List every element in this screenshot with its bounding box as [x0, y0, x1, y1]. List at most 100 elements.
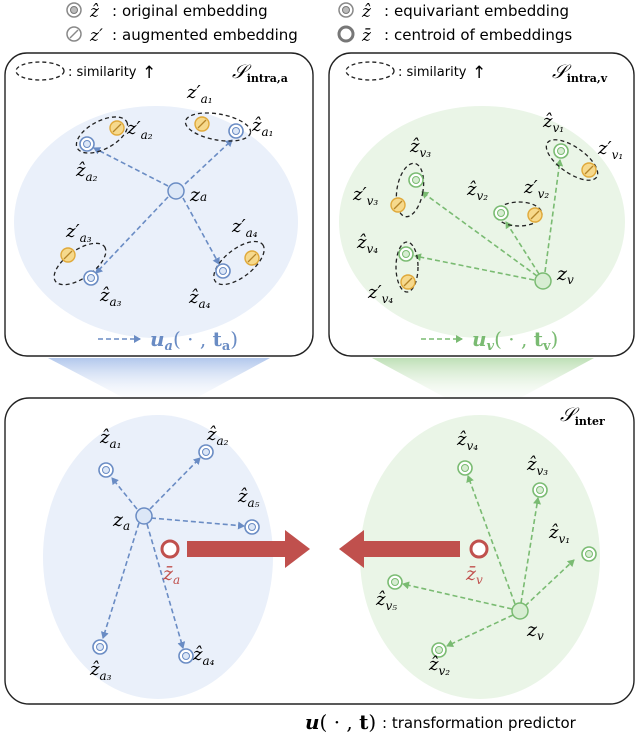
- inter-label-a3: ẑa₃: [89, 659, 112, 683]
- aug-v3-node: [390, 197, 406, 213]
- s-intra-a-symbol: 𝒮intra,a: [232, 61, 288, 85]
- inter-v4-node: [457, 460, 473, 476]
- legend-equivariant-icon: [338, 2, 354, 18]
- panel-inter: 𝒮inter za ẑa₁ ẑa₂ ẑa₅ ẑa₃ ẑa₄ z̄a: [4, 397, 635, 705]
- inter-v1-node: [581, 546, 597, 562]
- label-zhat-v1: ẑv₁: [542, 111, 564, 135]
- label-zhat-a3: ẑa₃: [99, 285, 122, 309]
- legend-zhat-symbol-2: ẑ: [361, 2, 372, 22]
- inter-zv-label: zv: [526, 619, 544, 643]
- legend-zprime-symbol: z′: [89, 26, 103, 46]
- inter-a-arrows: [100, 457, 245, 649]
- legend-original-icon: [66, 2, 82, 18]
- intra-a-center-label: za: [189, 184, 207, 206]
- centroid-a-node: [160, 539, 180, 559]
- legend-sep-2: :: [112, 26, 117, 44]
- funnel-green: [372, 358, 594, 398]
- footer-caption: u( · , t) : transformation predictor: [305, 710, 577, 734]
- footer-formula: u( · , t): [305, 710, 376, 734]
- legend-zbar-symbol: z̄: [361, 26, 372, 46]
- inter-a1-node: [98, 462, 114, 478]
- intra-a-arrows: [93, 139, 233, 274]
- label-zhat-a1: ẑa₁: [251, 115, 273, 139]
- centroid-v-node: [469, 539, 489, 559]
- label-zhat-a4: ẑa₄: [188, 287, 211, 311]
- label-zprime-v3: z′v₃: [352, 184, 378, 208]
- label-zhat-v3: ẑv₃: [409, 136, 431, 160]
- label-zhat-v2: ẑv₂: [466, 179, 488, 203]
- label-zprime-v1: z′v₁: [597, 138, 623, 162]
- label-zprime-a4: z′a₄: [231, 216, 258, 240]
- inter-v5-node: [387, 574, 403, 590]
- equi-v3-node: [408, 172, 424, 188]
- label-zprime-a2: z′a₂: [126, 118, 153, 142]
- centroid-v-label: z̄v: [465, 563, 483, 587]
- similarity-up-arrow-v: ↑: [472, 63, 486, 83]
- legend-centroid-icon: [337, 25, 355, 43]
- inter-za-center-node: [135, 507, 153, 525]
- aug-a2-node: [109, 120, 125, 136]
- legend-augmented-label: augmented embedding: [122, 26, 298, 44]
- legend-sep-4: :: [384, 26, 389, 44]
- centroid-v-arrow: [339, 530, 460, 568]
- inter-label-v4: ẑv₄: [456, 429, 478, 453]
- legend: ẑ : original embedding z′ : augmented em…: [66, 2, 572, 46]
- aug-a3-node: [60, 247, 76, 263]
- orig-a3-node: [83, 270, 99, 286]
- footer-text: : transformation predictor: [382, 714, 577, 732]
- legend-augmented-icon: [66, 26, 82, 42]
- inter-label-v2: ẑv₂: [428, 654, 450, 678]
- legend-equivariant-label: equivariant embedding: [394, 2, 569, 20]
- similarity-ellipse-key: [15, 61, 65, 81]
- inter-label-a1: ẑa₁: [99, 427, 121, 451]
- centroid-a-label: z̄a: [162, 563, 180, 587]
- orig-a1-node: [228, 123, 244, 139]
- panel-intra-a: : similarity ↑ 𝒮intra,a: [4, 52, 314, 357]
- equi-v2-node: [493, 205, 509, 221]
- inter-v2-node: [431, 642, 447, 658]
- legend-original-label: original embedding: [122, 2, 268, 20]
- label-zprime-v2: z′v₂: [523, 177, 549, 201]
- legend-sep-3: :: [384, 2, 389, 20]
- aug-a1-node: [194, 116, 210, 132]
- orig-a4-node: [215, 263, 231, 279]
- panel-intra-v: : similarity ↑ 𝒮intra,v: [328, 52, 635, 357]
- label-zprime-v4: z′v₄: [367, 282, 393, 306]
- inter-label-v5: ẑv₅: [375, 589, 397, 613]
- inter-a5-node: [244, 519, 260, 535]
- inter-a4-node: [178, 648, 194, 664]
- intra-v-center-node: [534, 272, 552, 290]
- intra-v-arrows: [414, 159, 564, 281]
- inter-v3-node: [532, 482, 548, 498]
- similarity-ellipse-key-v: [345, 61, 395, 81]
- intra-a-formula: ua( · , ta): [150, 327, 238, 354]
- aug-a4-node: [244, 250, 260, 266]
- orig-a2-node: [79, 136, 95, 152]
- similarity-label-v: : similarity: [398, 65, 467, 80]
- intra-v-formula: uv( · , tv): [472, 327, 558, 354]
- legend-sep-1: :: [112, 2, 117, 20]
- inter-label-a2: ẑa₂: [206, 424, 229, 448]
- inter-label-a5: ẑa₅: [237, 486, 260, 510]
- equi-v4-node: [398, 246, 414, 262]
- funnel-blue: [48, 358, 270, 398]
- inter-v-arrows: [402, 475, 575, 648]
- centroid-a-arrow: [187, 530, 310, 568]
- inter-za-label: za: [112, 509, 130, 533]
- label-zhat-v4: ẑv₄: [356, 232, 378, 256]
- inter-zv-center-node: [511, 602, 529, 620]
- intra-v-center-label: zv: [556, 263, 574, 287]
- legend-zhat-symbol: ẑ: [89, 2, 100, 22]
- aug-v1-node: [581, 162, 597, 178]
- inter-a2-node: [198, 444, 214, 460]
- aug-v4-node: [400, 274, 416, 290]
- label-zprime-a1: z′a₁: [186, 82, 213, 106]
- label-zhat-a2: ẑa₂: [75, 160, 98, 184]
- legend-centroid-label: centroid of embeddings: [394, 26, 572, 44]
- similarity-up-arrow: ↑: [142, 63, 156, 83]
- similarity-label: : similarity: [68, 65, 137, 80]
- intra-a-center-node: [167, 182, 185, 200]
- aug-v2-node: [527, 207, 543, 223]
- equi-v1-node: [553, 143, 569, 159]
